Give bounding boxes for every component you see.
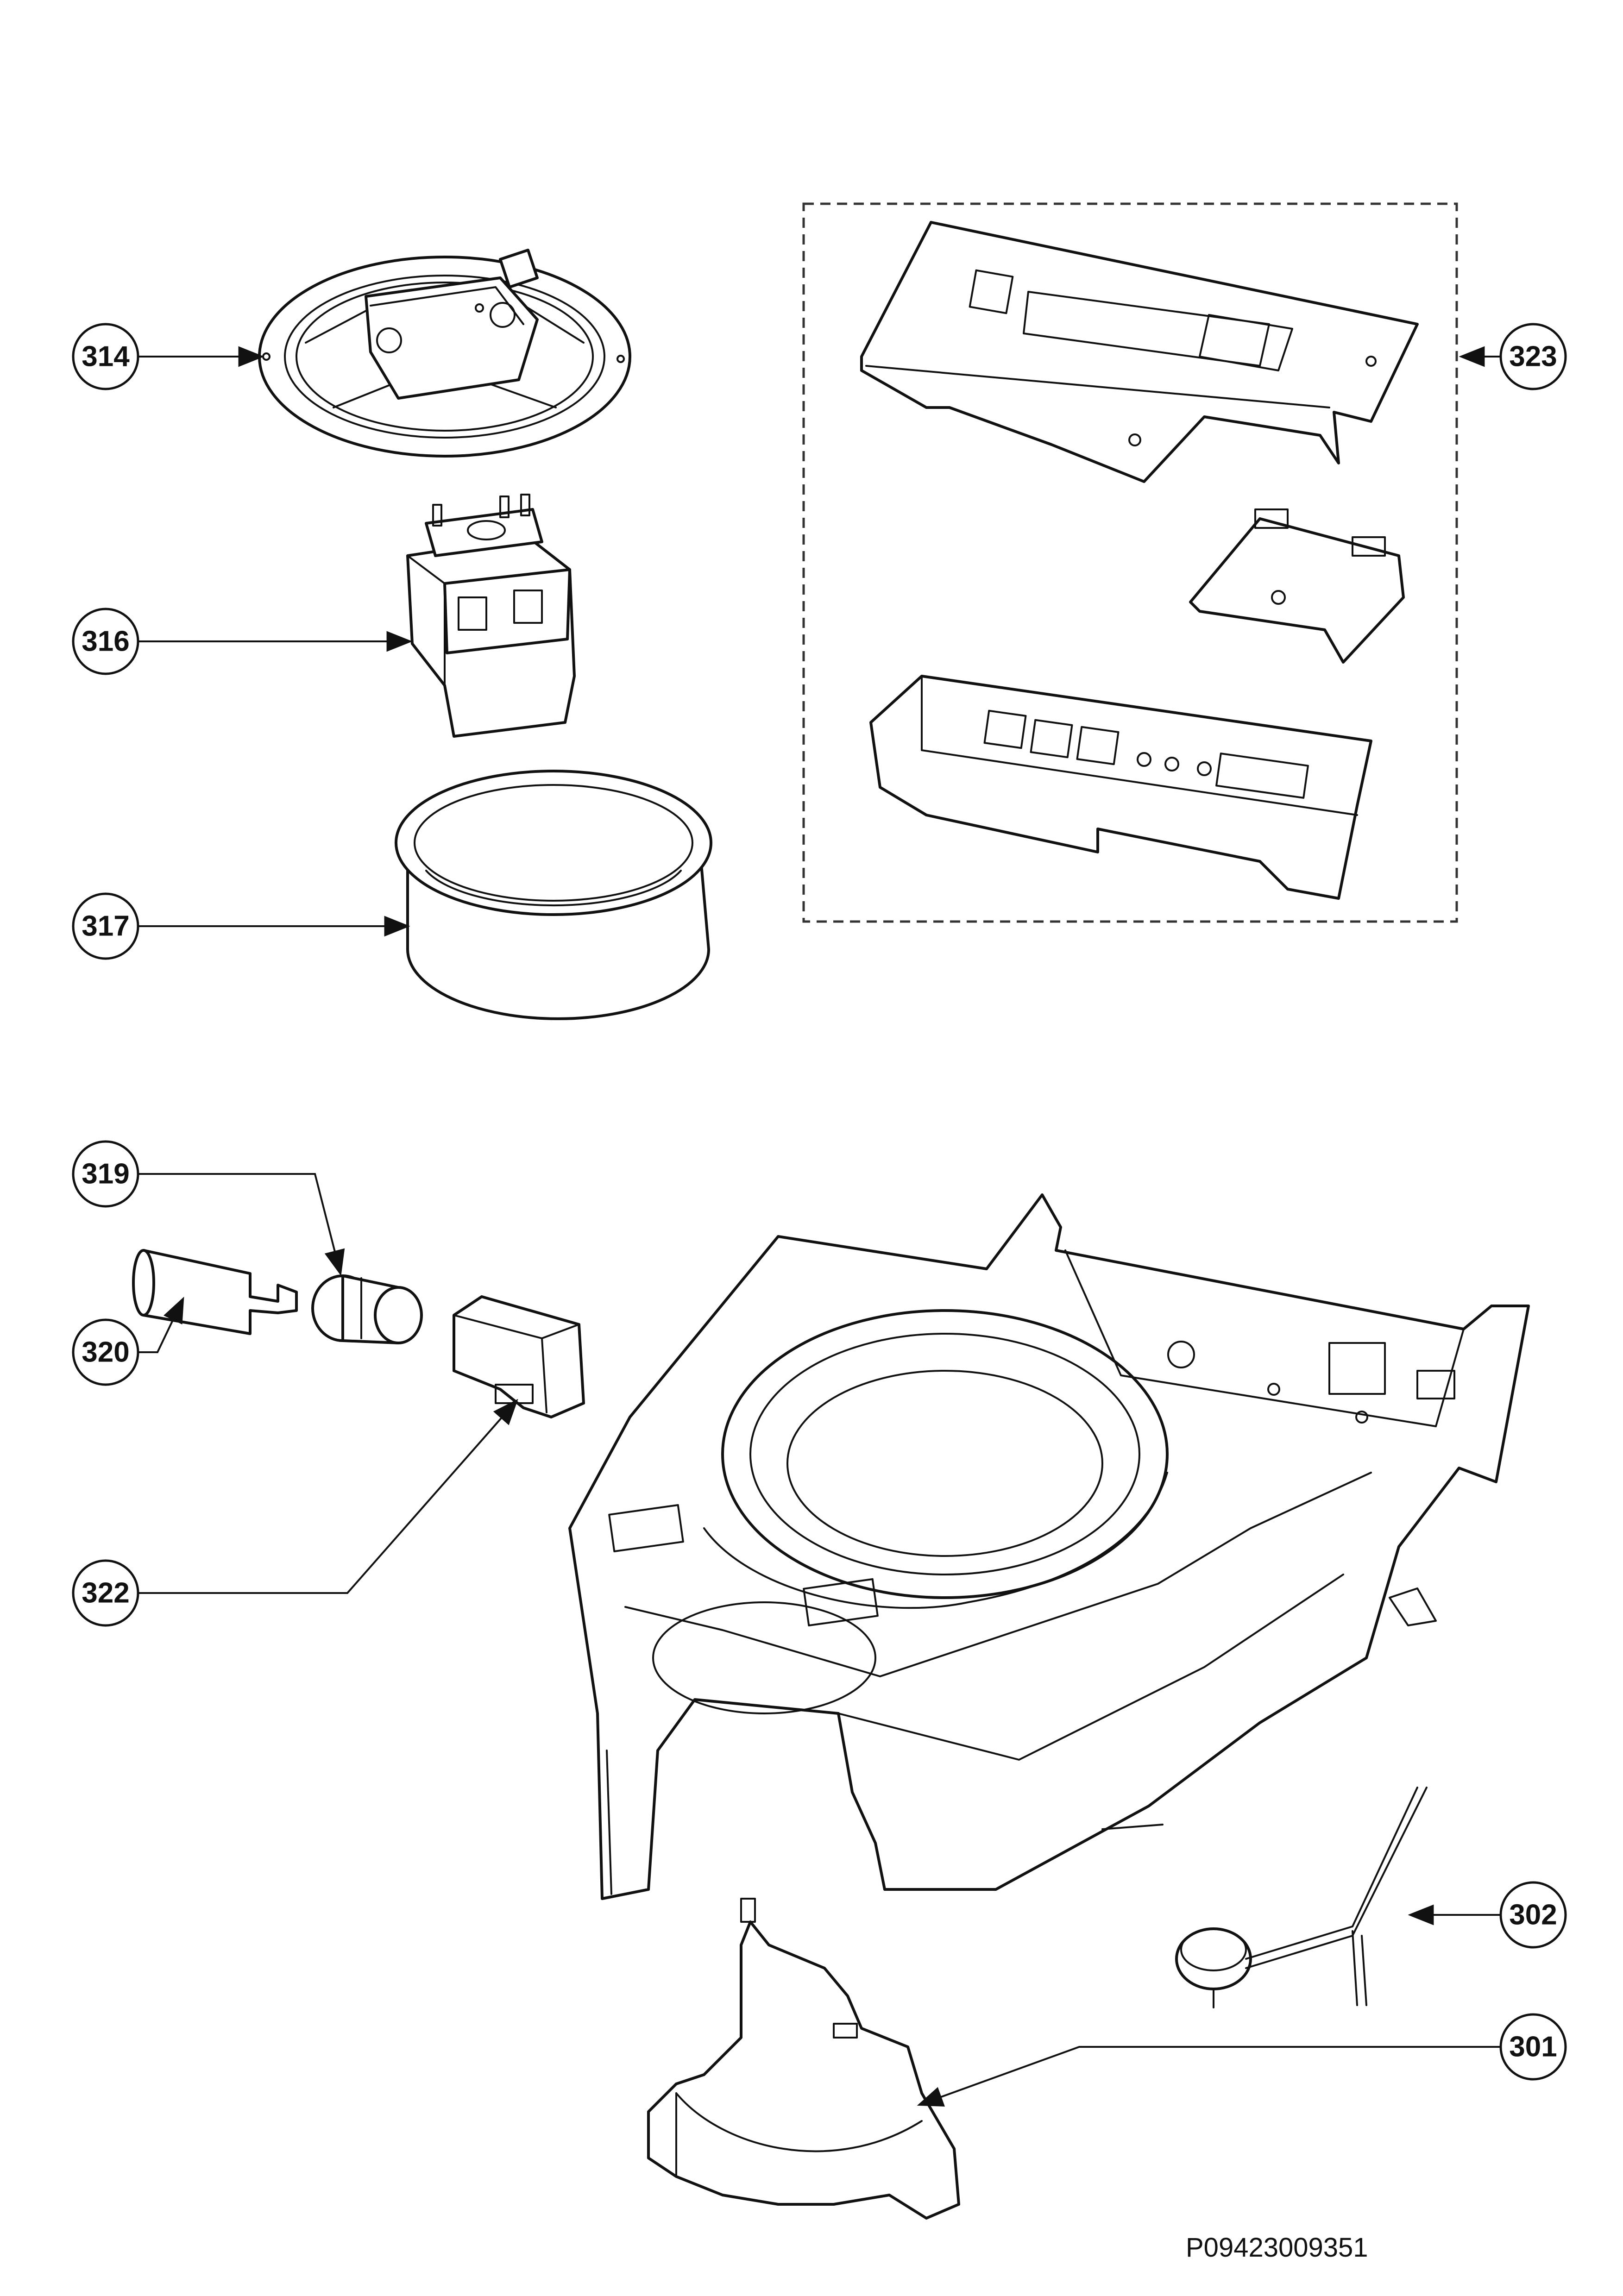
callout-323: 323: [1499, 323, 1567, 390]
part-302-sensor: [1175, 1787, 1428, 2008]
part-317-cylinder-cup: [395, 770, 712, 1020]
callout-314-label: 314: [82, 341, 130, 373]
callout-301-label: 301: [1509, 2031, 1557, 2063]
part-323-circuit-housing: [869, 675, 1372, 900]
callout-301: 301: [1499, 2013, 1567, 2081]
part-314-mounting-ring: [258, 249, 631, 458]
leader-320: [138, 1296, 184, 1353]
part-301-curved-cover: [647, 1898, 960, 2220]
callout-314: 314: [72, 323, 139, 390]
group-323-box: [802, 202, 1458, 923]
callout-323-label: 323: [1509, 341, 1557, 373]
leader-319: [138, 1173, 345, 1276]
callout-316: 316: [72, 608, 139, 675]
part-320-shaft: [132, 1249, 298, 1335]
document-id: P09423009351: [1186, 2233, 1368, 2263]
callout-320: 320: [72, 1318, 139, 1386]
callout-317: 317: [72, 892, 139, 960]
callout-319-label: 319: [82, 1158, 129, 1190]
callout-319: 319: [72, 1140, 139, 1208]
callout-302: 302: [1499, 1881, 1567, 1949]
callout-317-label: 317: [82, 910, 129, 942]
callout-302-label: 302: [1509, 1899, 1557, 1931]
leader-301: [917, 2046, 1501, 2107]
leader-lines: [138, 346, 1501, 2107]
part-322-bracket: [453, 1295, 585, 1418]
leader-322: [138, 1399, 518, 1594]
callout-316-label: 316: [82, 626, 129, 658]
part-316-motor-block: [406, 494, 576, 738]
part-main-housing: [568, 1193, 1530, 1900]
callout-322: 322: [72, 1559, 139, 1627]
callout-320-label: 320: [82, 1336, 129, 1368]
part-323-clip: [1189, 508, 1405, 664]
part-323-top-cover: [860, 221, 1419, 483]
part-319-knob: [311, 1274, 423, 1344]
callout-322-label: 322: [82, 1577, 129, 1609]
